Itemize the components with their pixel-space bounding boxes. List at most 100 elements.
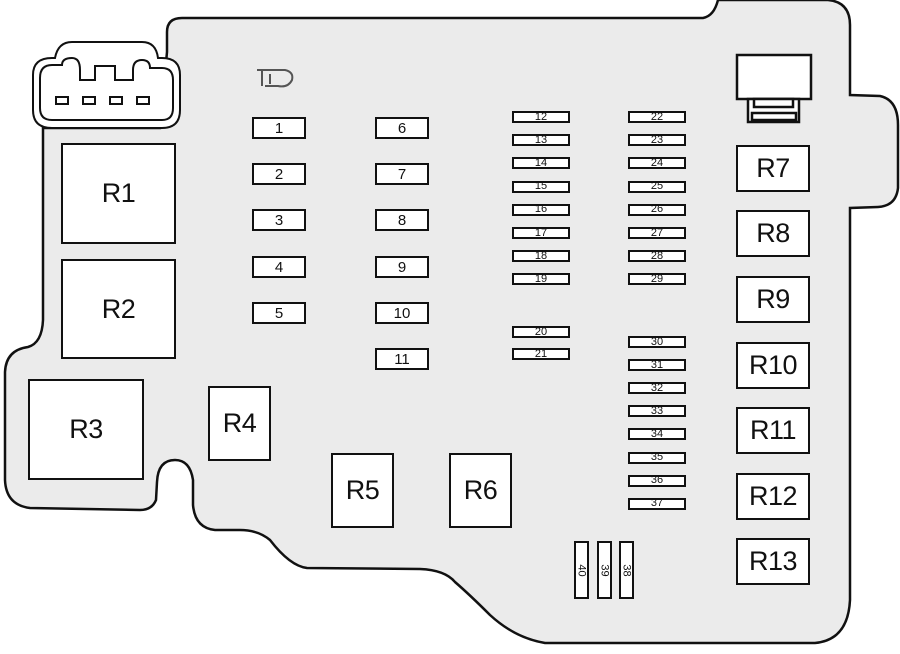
fuse-26-label: 26	[650, 203, 664, 216]
relay-r5-label: R5	[345, 475, 380, 505]
fuse-34: 34	[628, 427, 686, 441]
fuse-29-label: 29	[650, 272, 664, 285]
relay-r9: R9	[736, 276, 810, 323]
fuse-18-label: 18	[534, 249, 548, 262]
fuse-12: 12	[512, 111, 570, 123]
fuse-17-label: 17	[534, 226, 548, 239]
relay-r10-label: R10	[748, 350, 798, 380]
fuse-16: 16	[512, 203, 570, 216]
fuse-5: 5	[252, 302, 306, 324]
fuse-7: 7	[375, 163, 429, 185]
relay-r13-label: R13	[748, 546, 798, 576]
fuse-22: 22	[628, 111, 686, 123]
relay-r1-label: R1	[101, 178, 136, 208]
fuse-1-label: 1	[274, 119, 284, 137]
fuse-puller-icon	[257, 69, 294, 88]
fuse-13: 13	[512, 133, 570, 147]
fuse-13-label: 13	[534, 133, 548, 146]
fuse-7-label: 7	[397, 165, 407, 183]
fuse-2-label: 2	[274, 165, 284, 183]
fuse-24-label: 24	[650, 156, 664, 169]
fuse-40: 40	[574, 541, 589, 599]
fuse-26: 26	[628, 203, 686, 216]
fuse-36-label: 36	[650, 474, 664, 487]
relay-r8: R8	[736, 210, 810, 257]
fuse-25-label: 25	[650, 180, 664, 193]
fuse-21: 21	[512, 348, 570, 360]
fuse-31-label: 31	[650, 358, 664, 371]
fuse-29: 29	[628, 272, 686, 286]
fuse-21-label: 21	[534, 347, 548, 360]
fuse-11: 11	[375, 348, 429, 370]
relay-r13: R13	[736, 538, 810, 585]
fuse-37: 37	[628, 497, 686, 510]
relay-r8-label: R8	[756, 218, 790, 248]
fuse-12-label: 12	[534, 110, 548, 123]
fuse-39: 39	[597, 541, 612, 599]
fuse-24: 24	[628, 156, 686, 170]
fuse-37-label: 37	[650, 497, 664, 510]
fuse-32-label: 32	[650, 381, 664, 394]
fuse-36: 36	[628, 474, 686, 487]
fuse-6: 6	[375, 117, 429, 139]
fuse-39-label: 39	[599, 563, 611, 577]
relay-r9-label: R9	[756, 284, 790, 314]
fuse-18: 18	[512, 249, 570, 263]
fuse-10-label: 10	[393, 304, 411, 322]
fuse-30-label: 30	[650, 335, 664, 348]
fuse-22-label: 22	[650, 110, 664, 123]
fuse-4-label: 4	[274, 258, 284, 276]
fuse-25: 25	[628, 180, 686, 193]
fuse-11-label: 11	[394, 350, 410, 368]
fuse-40-label: 40	[576, 563, 588, 577]
fuse-35-label: 35	[650, 451, 664, 463]
fuse-33-label: 33	[650, 404, 664, 417]
fuse-8-label: 8	[397, 211, 407, 229]
fuse-27-label: 27	[650, 226, 664, 239]
fuse-3-label: 3	[274, 211, 284, 229]
fuse-19: 19	[512, 272, 570, 286]
fuse-14: 14	[512, 156, 570, 170]
relay-r2: R2	[61, 259, 176, 359]
fuse-5-label: 5	[274, 304, 284, 322]
fuse-19-label: 19	[534, 272, 548, 285]
relay-r7: R7	[736, 145, 810, 192]
relay-r4: R4	[208, 386, 271, 461]
fuse-9-label: 9	[397, 258, 407, 276]
fuse-28-label: 28	[650, 249, 664, 262]
fuse-9: 9	[375, 256, 429, 278]
relay-r1: R1	[61, 143, 176, 244]
relay-r3-label: R3	[69, 414, 103, 444]
relay-r11: R11	[736, 407, 810, 454]
relay-r7-label: R7	[756, 153, 790, 183]
fuse-34-label: 34	[650, 427, 664, 440]
relay-r6: R6	[449, 453, 512, 528]
fuse-33: 33	[628, 404, 686, 418]
fuse-38-label: 38	[621, 563, 633, 577]
fuse-35: 35	[628, 451, 686, 464]
fuse-28: 28	[628, 249, 686, 263]
fuse-10: 10	[375, 302, 429, 324]
fuse-4: 4	[252, 256, 306, 278]
relay-r10: R10	[736, 342, 810, 389]
fuse-38: 38	[619, 541, 634, 599]
relay-r4-label: R4	[222, 408, 257, 438]
relay-r12-label: R12	[748, 481, 798, 511]
relay-r6-label: R6	[463, 475, 498, 505]
fuse-27: 27	[628, 227, 686, 239]
relay-r12: R12	[736, 473, 810, 520]
relay-r5: R5	[331, 453, 394, 528]
fuse-30: 30	[628, 336, 686, 348]
fuse-16-label: 16	[534, 203, 548, 216]
fuse-15-label: 15	[534, 180, 548, 193]
top-right-connector	[735, 53, 813, 124]
fuse-32: 32	[628, 381, 686, 395]
fuse-15: 15	[512, 180, 570, 193]
fuse-20-label: 20	[534, 325, 548, 338]
fuse-20: 20	[512, 326, 570, 338]
fuse-31: 31	[628, 358, 686, 372]
fuse-6-label: 6	[397, 119, 407, 137]
fuse-14-label: 14	[534, 156, 548, 169]
fuse-8: 8	[375, 209, 429, 231]
